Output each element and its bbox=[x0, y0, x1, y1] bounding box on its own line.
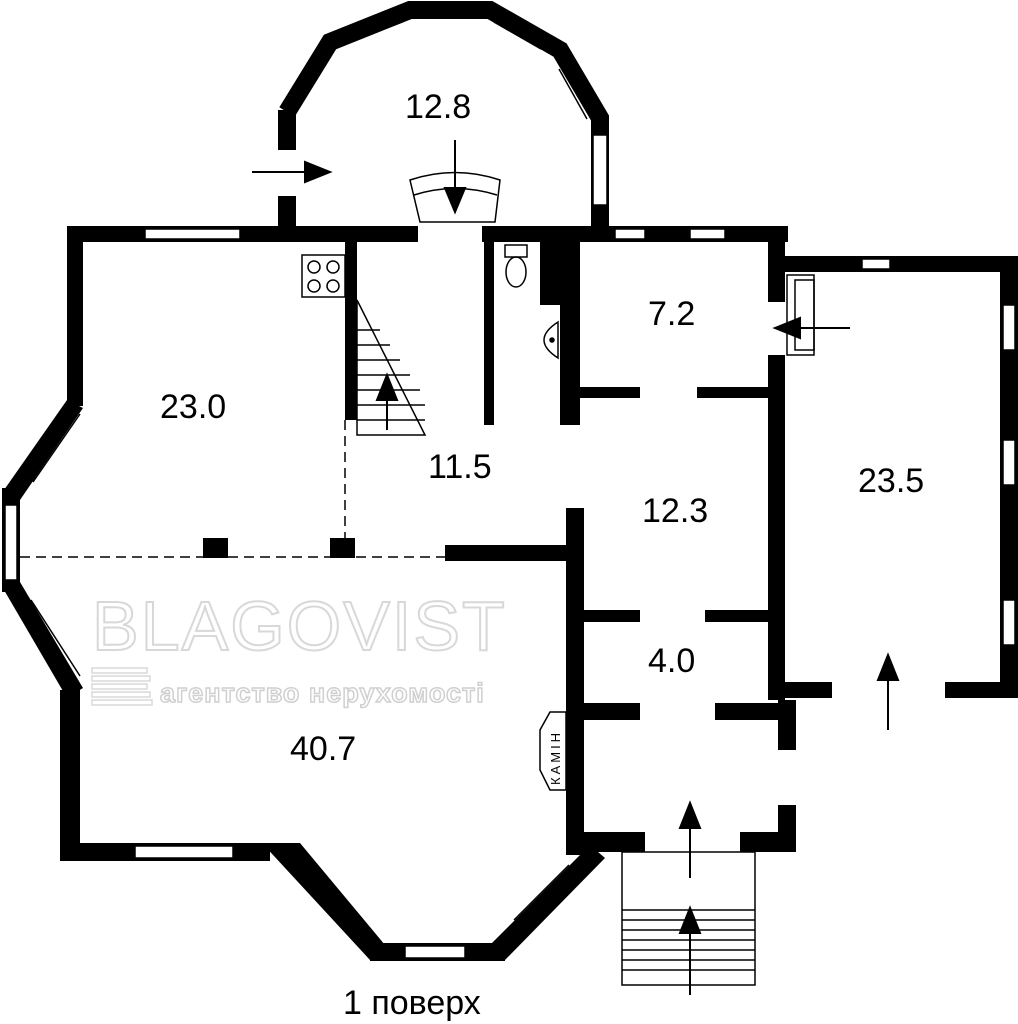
fireplace: КАМІН bbox=[539, 711, 567, 791]
entrance-arrows bbox=[252, 140, 900, 995]
watermark-logo-icon bbox=[91, 667, 153, 706]
room-area-living: 40.7 bbox=[290, 730, 356, 768]
sink-icon bbox=[543, 320, 559, 360]
room-area-small-room: 7.2 bbox=[648, 295, 695, 333]
arrow-right-icon bbox=[252, 160, 333, 184]
annex-step bbox=[786, 274, 815, 356]
dashed-boundaries bbox=[20, 420, 445, 558]
room-area-tower: 12.8 bbox=[405, 88, 471, 126]
windows bbox=[4, 5, 1016, 959]
room-area-vestibule: 4.0 bbox=[648, 642, 695, 680]
arrow-up-icon bbox=[678, 905, 702, 995]
fireplace-label: КАМІН bbox=[548, 730, 563, 785]
room-area-hall: 11.5 bbox=[428, 448, 492, 486]
room-area-annex: 23.5 bbox=[858, 462, 924, 500]
room-area-corridor: 12.3 bbox=[642, 492, 708, 530]
staircase bbox=[356, 299, 427, 436]
room-area-kitchen: 23.0 bbox=[160, 388, 226, 426]
arrow-up-icon bbox=[876, 652, 900, 730]
arrow-up-icon bbox=[375, 372, 399, 430]
floor-label: 1 поверх bbox=[343, 984, 481, 1022]
arrow-up-icon bbox=[678, 800, 702, 878]
arrow-down-icon bbox=[443, 140, 467, 215]
arrow-left-icon bbox=[772, 316, 850, 340]
watermark-tagline: агентство нерухомості bbox=[160, 678, 485, 708]
watermark: BLAGOVIST агентство нерухомості bbox=[91, 586, 507, 709]
stove-icon bbox=[301, 254, 346, 298]
porch-steps bbox=[621, 851, 756, 986]
watermark-brand: BLAGOVIST bbox=[92, 587, 507, 665]
toilet-icon bbox=[504, 244, 528, 288]
